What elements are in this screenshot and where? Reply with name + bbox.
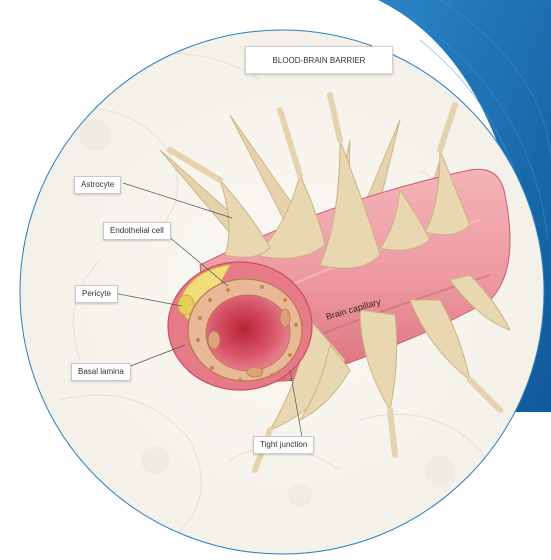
label-basal-lamina: Basal lamina: [71, 363, 131, 381]
label-endothelial-cell: Endothelial cell: [103, 222, 171, 240]
label-pericyte: Pericyte: [75, 285, 118, 303]
label-tight-junction: Tight junction: [253, 436, 314, 454]
label-astrocyte: Astrocyte: [74, 176, 121, 194]
diagram-title-text: BLOOD-BRAIN BARRIER: [273, 56, 366, 65]
diagram-title: BLOOD-BRAIN BARRIER: [245, 46, 393, 74]
